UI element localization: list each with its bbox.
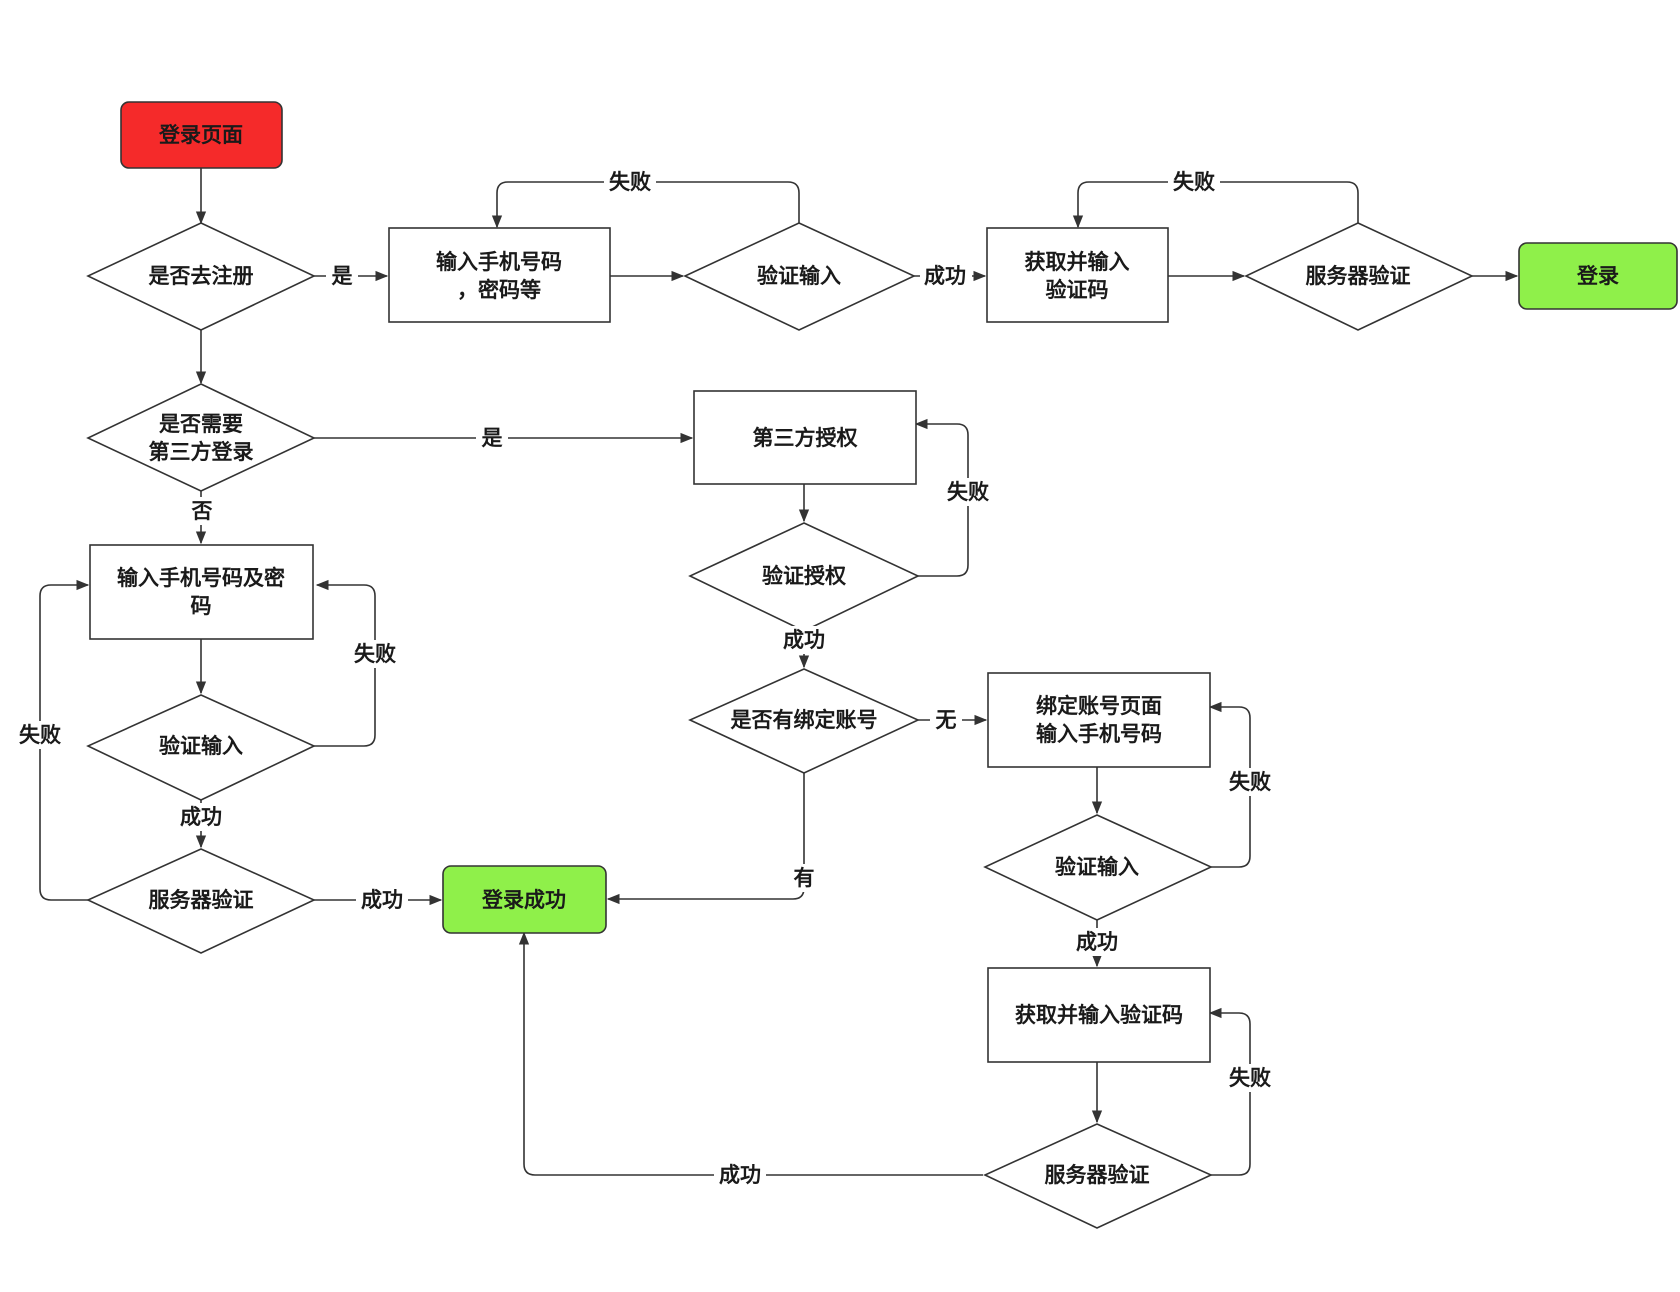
bind-account-page-node	[987, 672, 1211, 768]
input-phone-password-left-label-2: 码	[191, 594, 212, 618]
input-phone-password-left-node	[89, 544, 314, 640]
edge-server-right-success	[518, 931, 983, 1176]
input-phone-password-left-label: 输入手机号码及密	[117, 566, 285, 590]
verify-input-right-decision	[983, 814, 1213, 921]
third-party-auth-label: 第三方授权	[753, 426, 858, 450]
verify-input-top-decision	[683, 222, 916, 331]
server-verify-right-decision	[983, 1123, 1213, 1229]
register-decision-label: 是否去注册	[149, 264, 254, 288]
login-success-node	[442, 865, 607, 934]
edge-label-left-server-fail: 失败	[19, 723, 61, 747]
edge-label-bound-has: 有	[794, 866, 815, 890]
get-code-right-label: 获取并输入验证码	[1015, 1003, 1183, 1027]
server-verify-left-decision	[86, 848, 316, 954]
login-page-node	[120, 101, 283, 169]
edge-label-register-yes: 是	[332, 264, 353, 288]
edge-label-server-top-fail: 失败	[1173, 170, 1215, 194]
edge-label-bind-verify-fail: 失败	[1229, 770, 1271, 794]
input-phone-password-node	[388, 227, 611, 323]
verify-input-right-label: 验证输入	[1055, 855, 1139, 879]
bind-account-page-label-2: 输入手机号码	[1036, 722, 1162, 746]
edge-label-verify-top-success: 成功	[924, 264, 966, 288]
third-party-decision	[86, 383, 316, 492]
edge-label-verify-top-fail: 失败	[609, 170, 651, 194]
edge-server-right-fail	[1208, 1007, 1251, 1176]
get-code-top-node	[986, 227, 1169, 323]
server-verify-top-decision	[1244, 222, 1474, 331]
bound-account-decision	[688, 668, 920, 774]
edge-labels: 是 失败 成功 失败 是 否 失败 成功 无 有 失败 成功 失败 成功 失败 …	[14, 168, 1276, 1189]
third-party-decision-label-2: 第三方登录	[149, 440, 254, 464]
bound-account-label: 是否有绑定账号	[731, 708, 878, 732]
edge-label-auth-fail: 失败	[947, 480, 989, 504]
verify-input-left-label: 验证输入	[159, 734, 243, 758]
edge-label-left-verify-success: 成功	[180, 805, 222, 829]
get-code-right-node	[987, 967, 1211, 1063]
edge-label-third-no: 否	[192, 499, 213, 523]
edge-label-bound-none: 无	[936, 708, 957, 732]
verify-auth-label: 验证授权	[762, 564, 846, 588]
verify-input-top-label: 验证输入	[757, 264, 841, 288]
login-final-node	[1518, 242, 1678, 310]
server-verify-top-label: 服务器验证	[1306, 264, 1411, 288]
edge-label-left-verify-fail: 失败	[354, 642, 396, 666]
edge-label-code-right-fail: 失败	[1229, 1066, 1271, 1090]
third-party-auth-node	[693, 390, 917, 485]
nodes: 登录页面 是否去注册 输入手机号码 ，密码等 验证输入 获取并输入 验证码 服务…	[86, 101, 1678, 1229]
bind-account-page-label: 绑定账号页面	[1036, 694, 1162, 718]
server-verify-right-label: 服务器验证	[1045, 1163, 1150, 1187]
verify-input-left-decision	[86, 694, 316, 801]
edge-label-bind-verify-success: 成功	[1076, 930, 1118, 954]
input-phone-password-label: 输入手机号码	[436, 250, 562, 274]
server-verify-left-label: 服务器验证	[149, 888, 254, 912]
edge-label-bottom-success: 成功	[719, 1163, 761, 1187]
edge-bound-has	[606, 773, 805, 905]
edge-label-left-server-success: 成功	[361, 888, 403, 912]
edge-label-third-yes: 是	[482, 426, 503, 450]
login-success-label: 登录成功	[481, 888, 566, 912]
login-page-label: 登录页面	[158, 123, 243, 147]
login-final-label: 登录	[1576, 264, 1619, 288]
register-decision	[86, 222, 316, 331]
input-phone-password-label-2: ，密码等	[457, 278, 541, 302]
get-code-top-label-2: 验证码	[1046, 278, 1109, 302]
get-code-top-label: 获取并输入	[1025, 250, 1130, 274]
third-party-decision-label: 是否需要	[159, 412, 243, 436]
edge-label-auth-success: 成功	[783, 628, 825, 652]
